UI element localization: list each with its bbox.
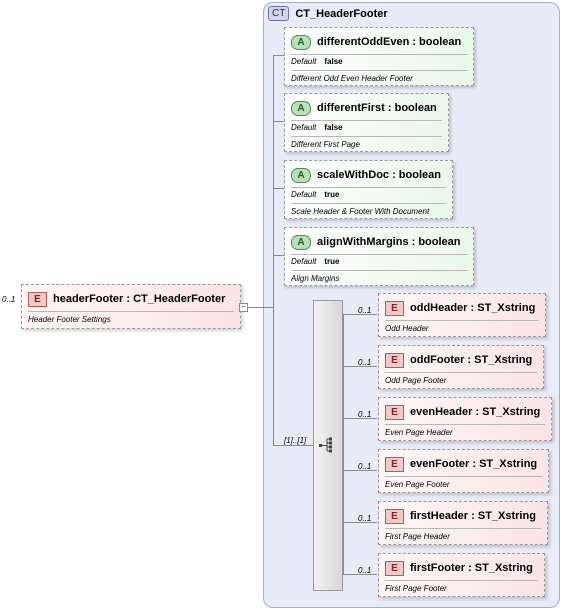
- element-badge: E: [385, 404, 404, 420]
- default-value: true: [324, 257, 340, 266]
- elem-connector-1: [343, 314, 377, 315]
- default-label: Default: [291, 257, 317, 266]
- attribute-badge: A: [291, 234, 311, 250]
- element-title: firstHeader : ST_Xstring: [410, 510, 536, 522]
- attribute-doc: Different Odd Even Header Footer: [291, 74, 413, 83]
- divider: [291, 254, 467, 255]
- elem-connector-3: [343, 418, 377, 419]
- attribute-badge: A: [291, 167, 311, 183]
- divider: [291, 203, 446, 204]
- divider: [385, 320, 539, 321]
- attr-connector-4: [273, 255, 285, 256]
- attribute-title: differentFirst : boolean: [317, 102, 437, 114]
- collapse-toggle[interactable]: −: [239, 303, 248, 312]
- element-doc: Even Page Header: [385, 428, 453, 437]
- element-doc: Odd Page Footer: [385, 376, 447, 385]
- default-value: false: [324, 123, 343, 132]
- sequence-connector: [273, 445, 313, 446]
- root-occurrence: 0..1: [2, 295, 16, 304]
- complex-type-badge: CT: [268, 6, 290, 21]
- divider: [291, 70, 467, 71]
- default-label: Default: [291, 190, 317, 199]
- elem-connector-6: [343, 574, 377, 575]
- root-element-title: headerFooter : CT_HeaderFooter: [53, 293, 226, 305]
- element-occurrence: 0..1: [358, 306, 372, 315]
- root-connector: [247, 307, 273, 308]
- element-occurrence: 0..1: [358, 358, 372, 367]
- divider: [385, 476, 542, 477]
- attribute-title: alignWithMargins : boolean: [317, 236, 461, 248]
- root-element-box[interactable]: E headerFooter : CT_HeaderFooter Header …: [21, 284, 241, 329]
- element-badge: E: [28, 291, 47, 307]
- element-occurrence: 0..1: [358, 462, 372, 471]
- sequence-bar[interactable]: [313, 300, 343, 591]
- divider: [385, 424, 545, 425]
- element-badge: E: [385, 300, 404, 316]
- elem-connector-4: [343, 470, 377, 471]
- element-title: firstFooter : ST_Xstring: [410, 562, 533, 574]
- default-label: Default: [291, 123, 317, 132]
- divider: [385, 528, 541, 529]
- attribute-doc: Scale Header & Footer With Document: [291, 207, 430, 216]
- divider: [385, 580, 538, 581]
- attribute-trunk: [273, 55, 274, 445]
- element-title: evenFooter : ST_Xstring: [410, 458, 538, 470]
- divider: [291, 54, 467, 55]
- default-value: true: [324, 190, 340, 199]
- sequence-icon: [319, 437, 332, 453]
- sequence-occurrence: [1]..[1]: [284, 436, 307, 445]
- divider: [291, 270, 467, 271]
- element-occurrence: 0..1: [358, 410, 372, 419]
- elem-connector-5: [343, 522, 377, 523]
- sequence-trunk: [343, 314, 344, 574]
- attribute-title: differentOddEven : boolean: [317, 36, 462, 48]
- element-title: oddFooter : ST_Xstring: [410, 354, 533, 366]
- divider: [291, 120, 442, 121]
- element-title: evenHeader : ST_Xstring: [410, 406, 541, 418]
- root-element-doc: Header Footer Settings: [28, 315, 111, 324]
- attr-connector-2: [273, 121, 285, 122]
- default-label: Default: [291, 57, 317, 66]
- element-doc: First Page Footer: [385, 584, 447, 593]
- attribute-badge: A: [291, 100, 311, 116]
- complex-type-header: CT CT_HeaderFooter: [268, 6, 388, 21]
- element-badge: E: [385, 456, 404, 472]
- element-badge: E: [385, 508, 404, 524]
- element-doc: Even Page Footer: [385, 480, 450, 489]
- elem-connector-2: [343, 366, 377, 367]
- attribute-doc: Align Margins: [291, 274, 340, 283]
- element-badge: E: [385, 352, 404, 368]
- attr-connector-1: [273, 55, 285, 56]
- element-title: oddHeader : ST_Xstring: [410, 302, 536, 314]
- divider: [28, 311, 234, 312]
- default-value: false: [324, 57, 343, 66]
- divider: [291, 187, 446, 188]
- divider: [291, 136, 442, 137]
- element-doc: First Page Header: [385, 532, 450, 541]
- attr-connector-3: [273, 188, 285, 189]
- element-occurrence: 0..1: [358, 514, 372, 523]
- complex-type-name: CT_HeaderFooter: [295, 7, 388, 20]
- attribute-badge: A: [291, 34, 311, 50]
- attribute-doc: Different First Page: [291, 140, 360, 149]
- element-badge: E: [385, 560, 404, 576]
- attribute-title: scaleWithDoc : boolean: [317, 169, 441, 181]
- element-occurrence: 0..1: [358, 566, 372, 575]
- element-doc: Odd Header: [385, 324, 429, 333]
- divider: [385, 372, 537, 373]
